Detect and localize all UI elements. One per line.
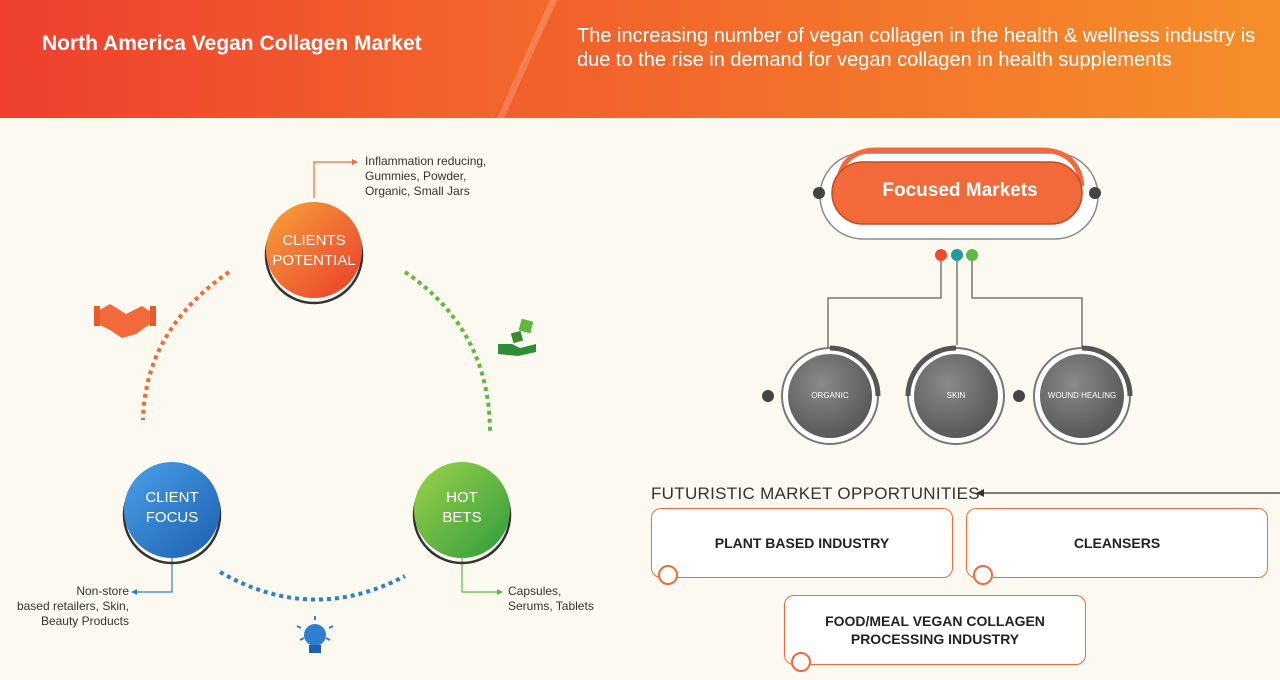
note-line: Organic, Small Jars (365, 184, 470, 198)
skin-node (914, 354, 998, 438)
focused-markets-label: Focused Markets (882, 180, 1038, 201)
futuristic-title: FUTURISTIC MARKET OPPORTUNITIES (651, 484, 980, 503)
opportunity-box-food-meal: FOOD/MEAL VEGAN COLLAGEN PROCESSING INDU… (784, 595, 1086, 672)
skin-label: SKIN (946, 391, 966, 400)
wound-healing-ring-accent (1081, 345, 1133, 397)
note-line: Serums, Tablets (508, 599, 594, 613)
focused-markets-pill (831, 161, 1083, 225)
box-dot (973, 565, 993, 585)
arrowhead (976, 489, 984, 497)
connector-client-focus (137, 558, 173, 593)
page-title: North America Vegan Collagen Market (42, 32, 422, 55)
hot-bets-note: Capsules, Serums, Tablets (508, 584, 594, 614)
dot-teal (951, 249, 963, 261)
focused-markets-top-arc (835, 147, 1085, 191)
organic-node (788, 354, 872, 438)
clients-potential-line1: CLIENTS (282, 232, 346, 249)
note-line: Inflammation reducing, (365, 154, 487, 168)
connector-clients-potential (313, 161, 352, 198)
handshake-icon (94, 304, 156, 338)
note-line: Gummies, Powder, (365, 169, 467, 183)
hot-bets-circle (414, 462, 510, 558)
lightbulb-icon (296, 616, 334, 653)
client-focus-line2: FOCUS (145, 509, 199, 526)
wound-healing-label: WOUND HEALING (1047, 391, 1117, 400)
arrowhead (352, 159, 358, 165)
note-line: Beauty Products (40, 614, 129, 628)
opportunity-label-line2: PROCESSING INDUSTRY (850, 631, 1020, 647)
client-focus-line1: CLIENT (145, 489, 199, 506)
tree-line-wound (971, 261, 1083, 350)
note-line: Capsules, (508, 584, 562, 598)
arrowhead (497, 589, 503, 595)
clients-potential-line2: POTENTIAL (272, 252, 356, 269)
connector-hot-bets (461, 558, 497, 593)
opportunity-label-line1: FOOD/MEAL VEGAN COLLAGEN (825, 613, 1045, 629)
hot-bets-line2: BETS (442, 509, 482, 526)
clients-potential-circle (266, 202, 362, 298)
pill-dot-right (1089, 187, 1101, 199)
organic-dot (762, 390, 774, 402)
dot-red (935, 249, 947, 261)
header-title-band (0, 0, 560, 118)
skin-dot (1013, 390, 1025, 402)
arrowhead (131, 589, 137, 595)
page-subtitle: The increasing number of vegan collagen … (577, 25, 1256, 71)
tree-line-organic (827, 261, 942, 350)
client-focus-note: Non-store based retailers, Skin, Beauty … (0, 584, 129, 629)
pill-dot-left (813, 187, 825, 199)
note-line: based retailers, Skin, (16, 599, 129, 613)
box-dot (791, 652, 811, 672)
opportunity-label: FOOD/MEAL VEGAN COLLAGEN PROCESSING INDU… (785, 612, 1085, 648)
dot-green (966, 249, 978, 261)
box-dot (658, 565, 678, 585)
clients-potential-label: CLIENTS POTENTIAL (266, 231, 362, 271)
skin-ring-accent (905, 345, 957, 397)
opportunity-box-cleansers: CLEANSERS (966, 508, 1268, 585)
organic-ring-accent (829, 345, 881, 397)
client-focus-circle (124, 462, 220, 558)
note-line: Non-store (76, 584, 129, 598)
arc-orange-dashed (141, 270, 231, 421)
header-banner: North America Vegan Collagen Market The … (0, 0, 1280, 118)
opportunity-label: PLANT BASED INDUSTRY (714, 535, 890, 551)
dice-hand-icon (498, 318, 536, 356)
wound-healing-node (1040, 354, 1124, 438)
organic-label: ORGANIC (811, 391, 849, 400)
arc-green-dashed (403, 270, 492, 433)
opportunity-box-plant-based: PLANT BASED INDUSTRY (651, 508, 953, 585)
arc-blue-dashed (219, 570, 406, 602)
clients-potential-note: Inflammation reducing, Gummies, Powder, … (365, 154, 486, 199)
hot-bets-line1: HOT (446, 489, 478, 506)
client-focus-label: CLIENT FOCUS (124, 488, 220, 528)
hot-bets-label: HOT BETS (414, 488, 510, 528)
opportunity-label: CLEANSERS (1073, 535, 1161, 551)
